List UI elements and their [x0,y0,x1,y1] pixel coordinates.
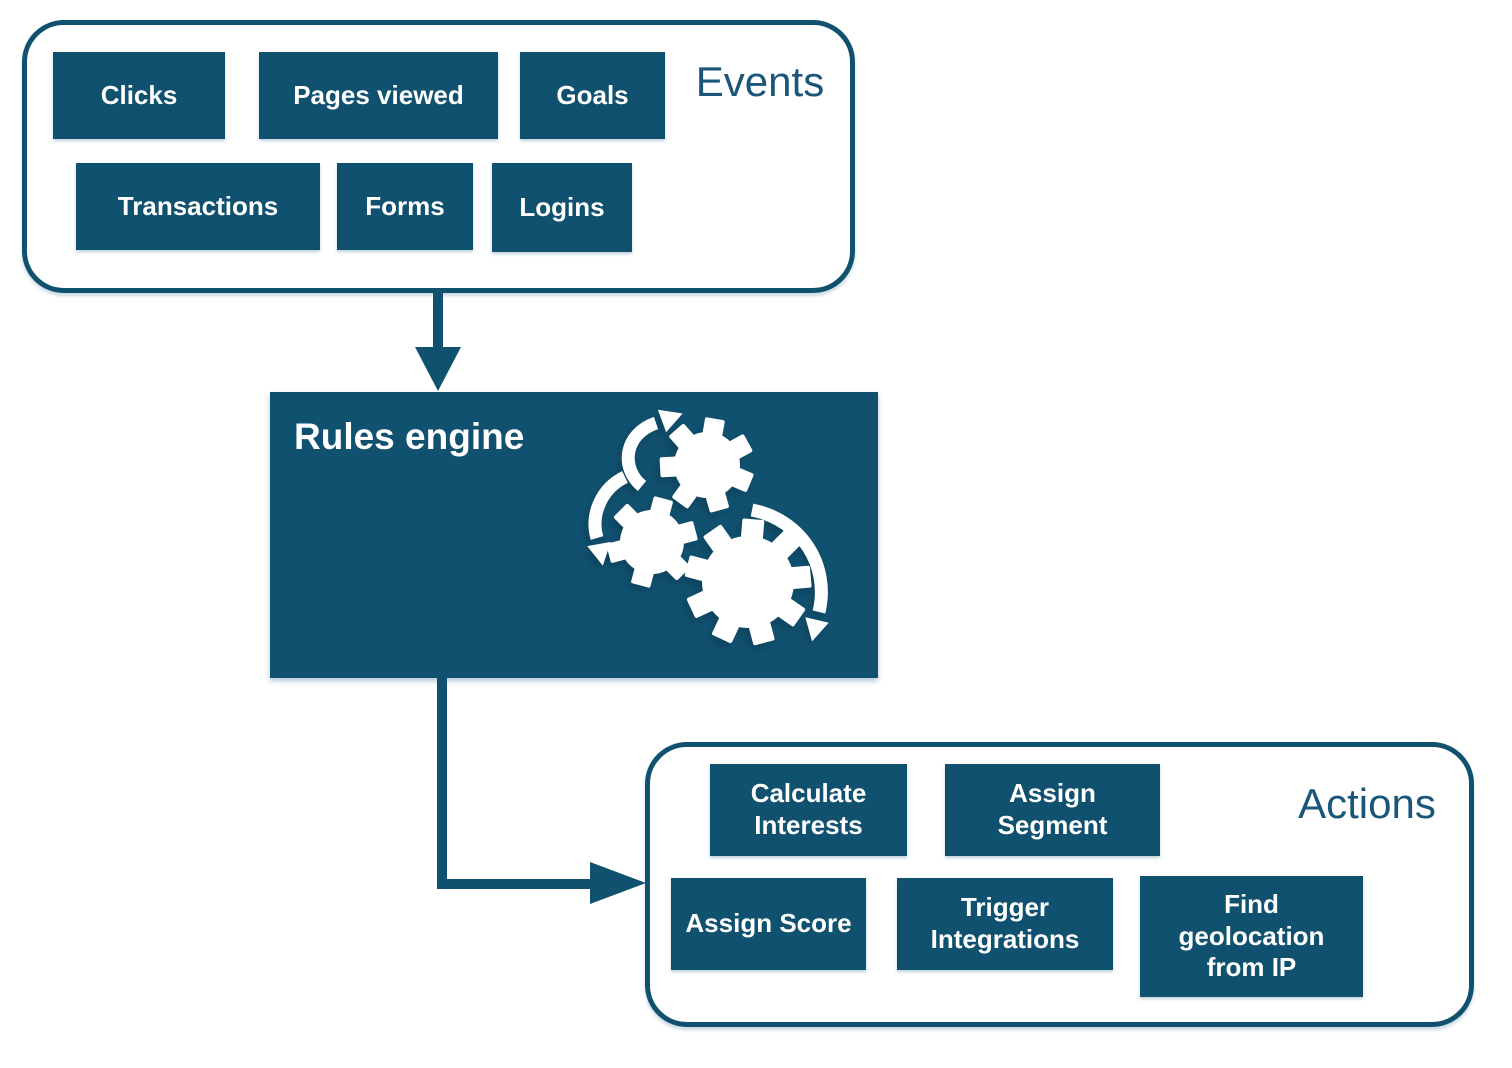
action-node-assign-segment-label: Assign Segment [997,778,1108,840]
rotation-arrows [588,416,828,614]
action-node-trigger-integrations: Trigger Integrations [897,878,1113,970]
event-node-forms-label: Forms [365,190,445,221]
action-node-calculate-interests-label: Calculate Interests [750,778,867,840]
rules-engine-title: Rules engine [294,416,525,457]
action-node-assign-score: Assign Score [671,878,866,970]
event-node-goals: Goals [520,52,665,139]
event-node-pages-viewed-label: Pages viewed [293,79,464,110]
connector-events-to-rules-engine [415,291,461,391]
action-node-find-geolocation: Find geolocation from IP [1140,876,1363,997]
event-node-goals-label: Goals [556,79,629,110]
actions-group-title: Actions [1298,780,1436,827]
gears-icon [587,409,829,646]
elbow-arrow-right-icon [437,678,646,904]
connector-rules-engine-to-actions [437,678,646,904]
arrow-down-icon [415,291,461,391]
event-node-transactions-label: Transactions [117,190,279,221]
action-node-trigger-integrations-label: Trigger Integrations [930,892,1080,954]
action-node-assign-segment: Assign Segment [945,764,1160,856]
event-node-logins-label: Logins [519,191,605,222]
action-node-find-geolocation-label: Find geolocation from IP [1178,888,1325,983]
event-node-forms: Forms [337,163,473,250]
rules-engine-node: Rules engine [270,392,878,678]
gear-top [659,417,754,513]
action-node-assign-score-label: Assign Score [685,908,852,939]
event-node-pages-viewed: Pages viewed [259,52,498,139]
action-node-calculate-interests: Calculate Interests [710,764,907,856]
rotation-arrowheads [587,409,829,642]
event-node-clicks-label: Clicks [100,79,178,110]
gear-large [684,518,812,646]
event-node-logins: Logins [492,163,632,252]
event-node-transactions: Transactions [76,163,320,250]
events-group-title: Events [695,58,825,105]
gear-left [606,496,698,588]
event-node-clicks: Clicks [53,52,225,139]
